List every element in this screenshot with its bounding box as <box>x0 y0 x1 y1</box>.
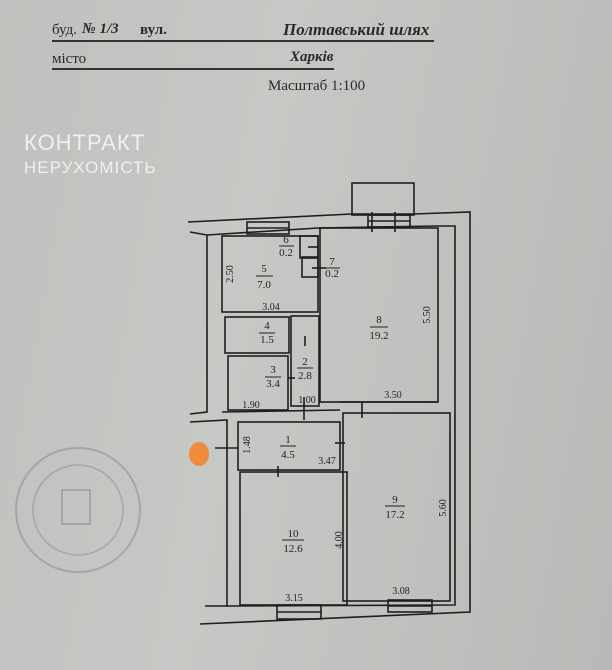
dim-room9-height: 5.60 <box>438 499 449 517</box>
room-3-number: 3 <box>270 364 276 376</box>
watermark-line1: КОНТРАКТ <box>24 130 146 155</box>
room-2 <box>290 315 320 407</box>
orange-marker <box>189 442 209 466</box>
header-underline-2 <box>52 68 334 70</box>
building-number: № 1/3 <box>82 21 119 37</box>
city-label: місто <box>52 51 87 67</box>
dim-room8-height: 5.50 <box>422 306 433 324</box>
room-10-area: 12.6 <box>283 543 303 555</box>
outer-wall-outer <box>187 211 471 625</box>
room-9 <box>342 412 451 602</box>
building-label: буд. <box>52 22 77 38</box>
room-1-number: 1 <box>285 434 291 446</box>
room-7-area: 0.2 <box>325 268 339 280</box>
room-3 <box>227 355 289 411</box>
room-2-area: 2.8 <box>298 370 312 382</box>
room-7-number: 7 <box>329 256 335 268</box>
room-4 <box>224 316 290 354</box>
city-name: Харків <box>290 49 334 65</box>
balcony <box>351 182 415 216</box>
room-6-number: 6 <box>283 234 289 246</box>
dim-room5-width: 3.04 <box>262 302 280 313</box>
room-6-area: 0.2 <box>279 247 293 259</box>
street-label: вул. <box>140 22 167 38</box>
room-5 <box>221 235 319 313</box>
room-10-number: 10 <box>288 528 300 540</box>
dim-room3-width: 1.90 <box>242 400 260 411</box>
room-4-number: 4 <box>264 320 270 332</box>
room-1-area: 4.5 <box>281 449 295 461</box>
room-2-number: 2 <box>302 356 308 368</box>
room-3-area: 3.4 <box>266 378 280 390</box>
room-5-number: 5 <box>261 263 267 275</box>
dim-room1-height: 1.48 <box>242 436 253 454</box>
scale-label: Масштаб 1:100 <box>268 78 366 94</box>
room-7 <box>301 256 319 278</box>
room-9-area: 17.2 <box>385 509 404 521</box>
dim-room9-width: 3.08 <box>392 586 410 597</box>
dim-room8-width: 3.50 <box>384 390 402 401</box>
stamp-seal <box>15 447 141 573</box>
dim-room1-width: 3.47 <box>318 456 336 467</box>
window <box>246 214 433 620</box>
room-5-area: 7.0 <box>257 279 271 291</box>
room-9-number: 9 <box>392 494 398 506</box>
dim-room2-width: 1.00 <box>298 395 316 406</box>
room-8-number: 8 <box>376 314 382 326</box>
watermark-line2: НЕРУХОМІСТЬ <box>24 158 157 177</box>
outer-wall-inner <box>206 225 456 607</box>
room-8-area: 19.2 <box>369 330 388 342</box>
room-4-area: 1.5 <box>260 334 274 346</box>
street-name: Полтавський шлях <box>283 20 430 39</box>
dim-room10-height: 4.00 <box>334 531 345 549</box>
dim-room5-height: 2.50 <box>225 265 236 283</box>
header-underline-1 <box>52 40 434 42</box>
room-1 <box>237 421 341 471</box>
dim-room10-width: 3.15 <box>285 593 303 604</box>
